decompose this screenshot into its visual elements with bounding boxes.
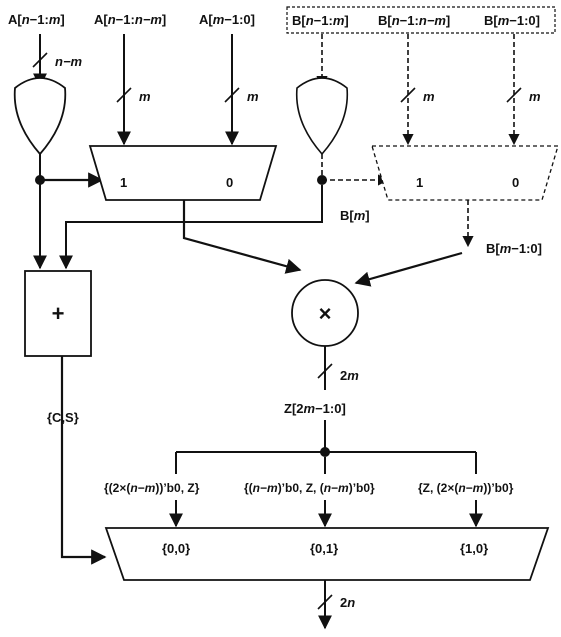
final-mux (104, 527, 550, 581)
bus-slash-a-high (32, 52, 48, 68)
bus-slash-a-mid (116, 87, 132, 103)
input-a-low-label: A[m−1:0] (199, 12, 255, 27)
signal-z-label: Z[2m−1:0] (284, 401, 346, 416)
bus-width-a-low: m (247, 89, 259, 104)
signal-b-low-label: B[m−1:0] (486, 241, 542, 256)
wire-b-m-to-adder (59, 185, 323, 270)
bus-width-a-mid: m (139, 89, 151, 104)
adder-symbol: + (52, 301, 65, 326)
mux-a (88, 145, 278, 201)
input-b-mid-label: B[n−1:n−m] (378, 13, 450, 28)
bus-width-b-mid: m (423, 89, 435, 104)
mux-b-input-1: 1 (416, 175, 423, 190)
final-mux-input-01: {0,1} (310, 541, 338, 556)
or-gate-b (295, 77, 349, 156)
input-b-high-label: B[n−1:m] (292, 13, 349, 28)
adder-box (24, 270, 92, 357)
multiplier-symbol: × (319, 301, 332, 326)
concat-center-label: {(n−m)’b0, Z, (n−m)’b0} (244, 481, 375, 495)
wire-b-low-to-multiplier (354, 251, 463, 287)
bus-width-z: 2m (340, 368, 359, 383)
mux-a-input-1: 1 (120, 175, 127, 190)
bus-width-b-low: m (529, 89, 541, 104)
bus-slash-a-low (224, 87, 240, 103)
signal-b-m-label: B[m] (340, 208, 370, 223)
input-a-high-label: A[n−1:m] (8, 12, 65, 27)
concat-right-label: {Z, (2×(n−m))’b0} (418, 481, 514, 495)
or-gate-a (13, 77, 67, 156)
final-mux-input-00: {0,0} (162, 541, 190, 556)
mux-a-input-0: 0 (226, 175, 233, 190)
bus-width-a-high: n−m (55, 54, 83, 69)
bus-slash-b-mid (400, 87, 416, 103)
mux-b (371, 145, 559, 201)
final-mux-input-10: {1,0} (460, 541, 488, 556)
input-b-group-box (286, 6, 556, 34)
bus-width-output: 2n (340, 595, 355, 610)
input-a-mid-label: A[n−1:n−m] (94, 12, 166, 27)
wire-mux-a-to-multiplier (182, 200, 302, 274)
wire-adder-to-final-mux (60, 356, 107, 565)
bus-slash-z (317, 363, 333, 379)
signal-cs-label: {C,S} (47, 410, 79, 425)
bus-slash-output (317, 594, 333, 610)
mux-b-input-0: 0 (512, 175, 519, 190)
bus-slash-b-low (506, 87, 522, 103)
concat-left-label: {(2×(n−m))’b0, Z} (104, 481, 200, 495)
input-b-low-label: B[m−1:0] (484, 13, 540, 28)
